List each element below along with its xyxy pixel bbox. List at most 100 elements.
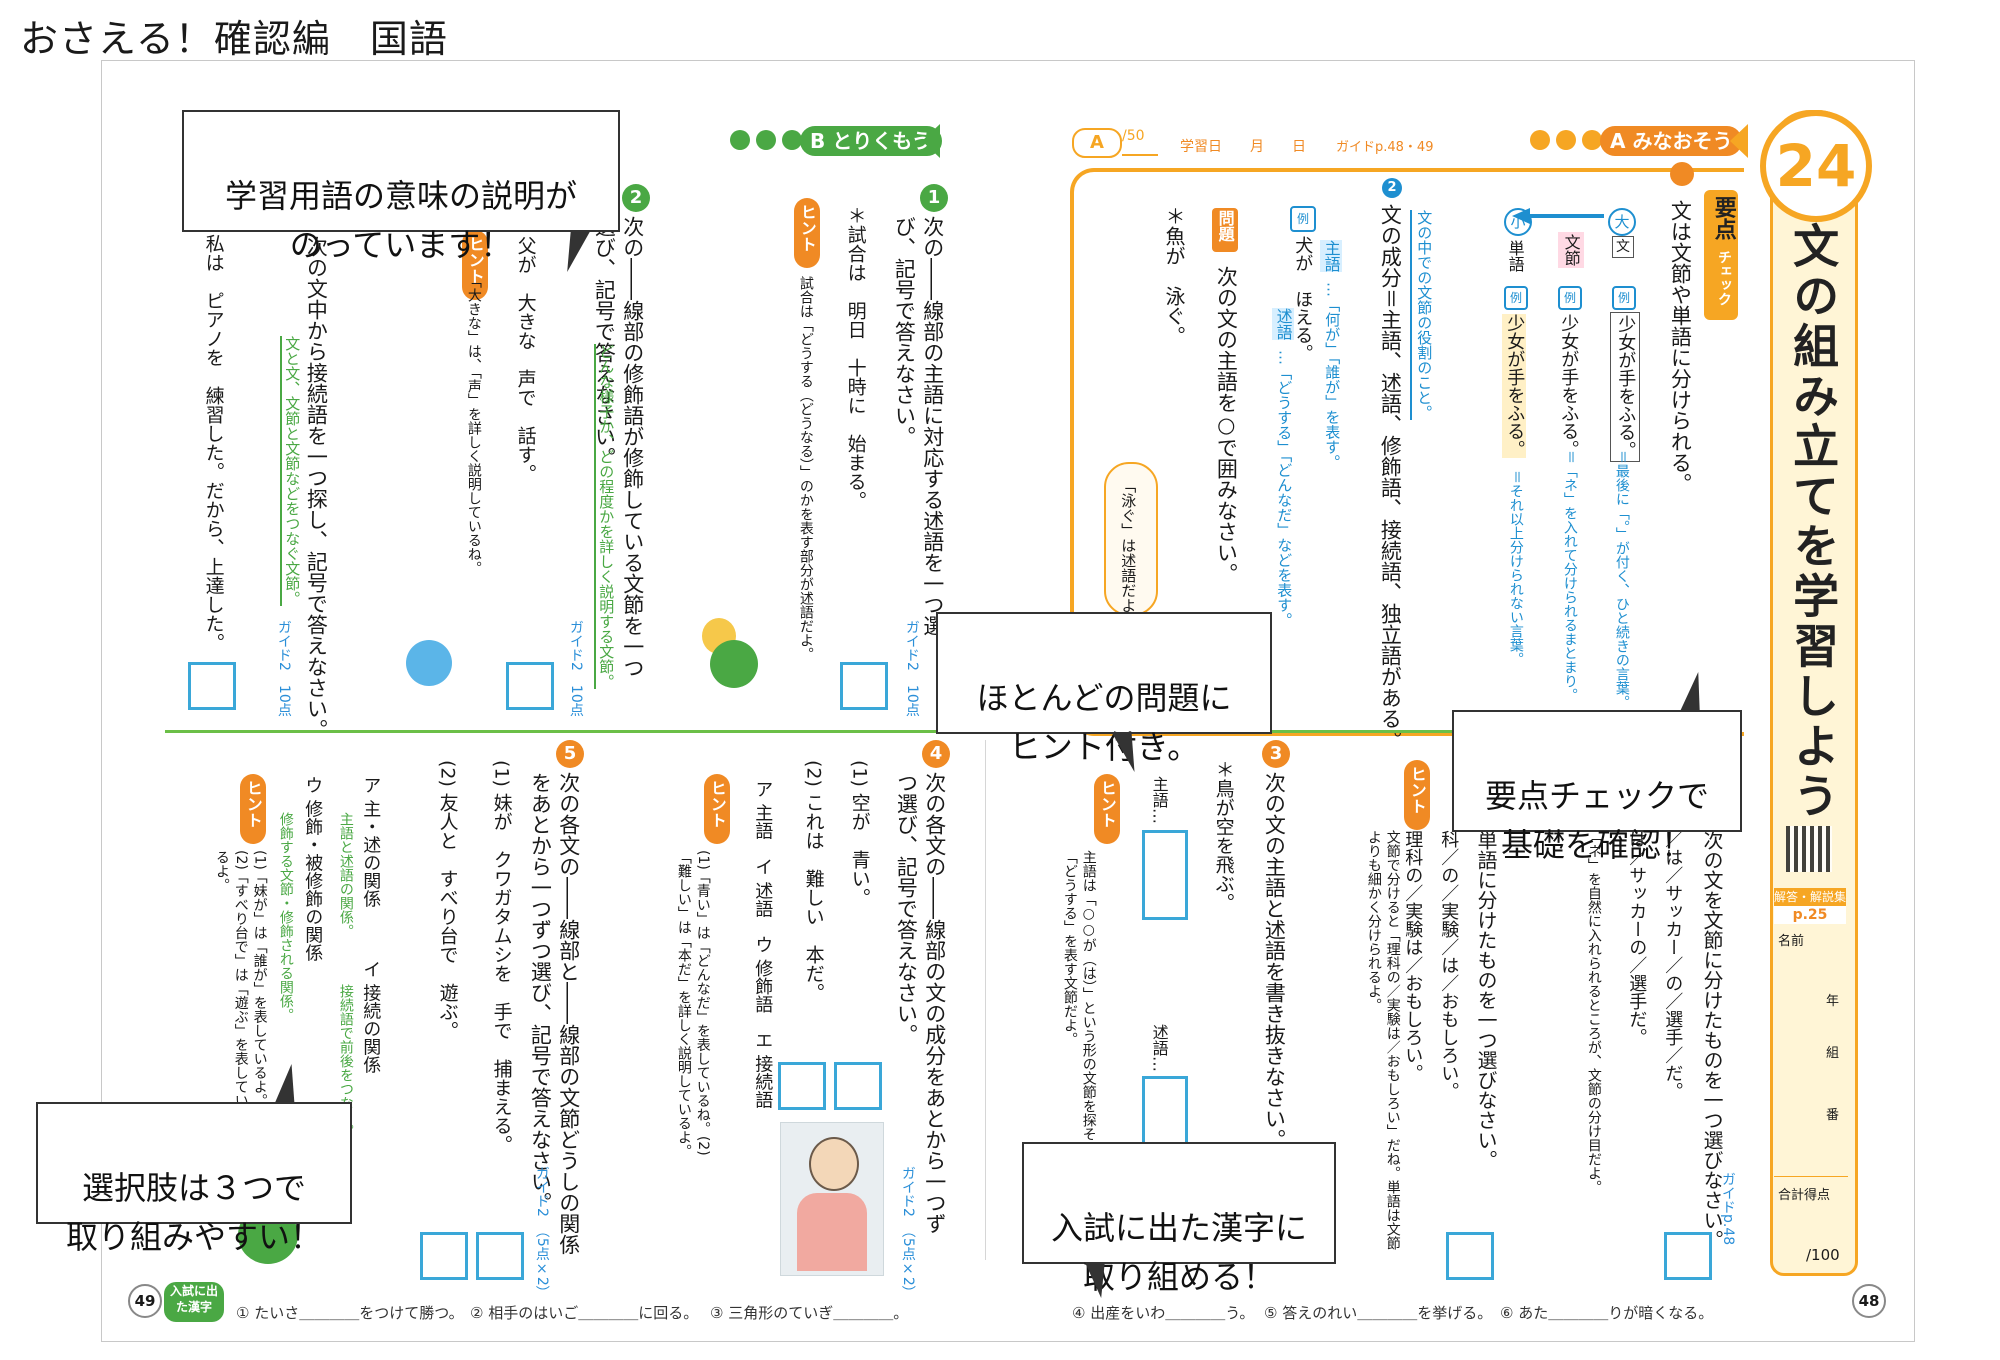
qb-question: 単語に分けたものを一つ選びなさい。 <box>1474 830 1498 1170</box>
page-number-left: 49 <box>128 1284 162 1318</box>
tag-a-arrow-icon <box>1730 124 1748 158</box>
example-marker-2: 例 <box>1558 286 1582 310</box>
q2-answer-box[interactable] <box>506 662 554 710</box>
kanji-q5: ⑤ 答えのれい＿＿＿＿を挙げる。 <box>1264 1304 1493 1322</box>
jutsugo-desc: …「どうする」「どんなだ」などを表す。 <box>1275 350 1294 628</box>
big-marker: 大 <box>1608 208 1636 236</box>
q3b-question: 次の文中から接続語を一つ探し、記号で答えなさい。 <box>304 236 329 740</box>
example-marker-3: 例 <box>1504 286 1528 310</box>
qa-example-1: ／は／サッカー／の／選手／だ。 <box>1662 830 1684 1100</box>
q5-answer-box-2[interactable] <box>476 1232 524 1280</box>
hint-badge-q3: ヒント <box>1094 774 1120 844</box>
q5-hint: (1)「妹が」は「誰が」を表しているよ。(2)「すべり台で」は「遊ぶ」を表してい… <box>213 850 268 1108</box>
kanji-q1: ① たいさ＿＿＿＿をつけて勝つ。 <box>236 1304 464 1322</box>
youten-ex3: 少女が手をふる。 <box>1502 314 1527 458</box>
q3-shugo-label: 主語… <box>1149 776 1169 824</box>
callout-youten-text: 要点チェックで 基礎を確認！ <box>1484 776 1709 865</box>
q3-question: 次の文の主語と述語を書き抜きなさい。 <box>1262 772 1287 1150</box>
q3-shugo-answer[interactable] <box>1142 830 1188 920</box>
q4-number: 4 <box>922 740 950 768</box>
youten-check-label: チェック <box>1715 250 1732 306</box>
q4-hint: (1)「青い」は「どんなだ」を表しているね。(2)「難しい」は「本だ」を詳しく説… <box>675 850 711 1158</box>
speech-bubble-text: 「泳ぐ」は述語だよ。 <box>1119 478 1138 628</box>
q5-number: 5 <box>556 740 584 768</box>
q2-note: どんな様子か、どの程度かを詳しく説明する文節。 <box>594 344 616 689</box>
tag-b-torikumo: B とりくもう <box>800 126 942 156</box>
kanji-q6: ⑥ あた＿＿＿＿りが暗くなる。 <box>1500 1304 1714 1322</box>
callout-choices-text: 選択肢は３つで 取り組みやすい！ <box>65 1168 322 1257</box>
q2-number: 2 <box>622 184 650 212</box>
unit-side-panel <box>1770 110 1858 1276</box>
tag-b-dots <box>730 130 802 150</box>
qa-answer-box[interactable] <box>1664 1232 1712 1280</box>
q1-hint: 試合は「どうする（どうなる）」のかを表す部分が述語だよ。 <box>797 276 814 661</box>
unit-title: 文の組み立てを学習しよう <box>1786 222 1841 822</box>
q5-option-u-note: 修飾する文節・修飾される関係。 <box>277 812 294 1022</box>
bun-label: 文 <box>1612 236 1634 258</box>
q5-option-a-note: 主語と述語の関係。 <box>337 812 354 938</box>
total-score: /100 <box>1806 1246 1840 1264</box>
tango-label: 単語 <box>1505 240 1525 272</box>
size-arrow-line <box>1530 214 1604 218</box>
q3b-example: 私は ピアノを 練習した。だから、上達した。 <box>202 234 225 652</box>
youten-ex4: 犬が ほえる。 <box>1292 236 1314 362</box>
score-badge-a: A <box>1072 128 1122 158</box>
line2-note: 文の中での文節の役割のこと。 <box>1410 210 1434 420</box>
q1-example: ＊試合は 明日 十時に 始まる。 <box>844 206 867 510</box>
qr-code <box>1786 826 1832 872</box>
q4-answer-box-1[interactable] <box>778 1062 826 1110</box>
mondai-badge <box>1212 208 1238 252</box>
q4-options: ア 主語 イ 述語 ウ 修飾語 エ 接続語 <box>752 780 774 1109</box>
year-label: 年 <box>1826 994 1840 1009</box>
mascot-body <box>710 640 758 688</box>
mondai-example: ＊魚が 泳ぐ。 <box>1162 206 1186 346</box>
youten-badge <box>1704 190 1738 320</box>
q4-guide: ガイド2 （5点×2） <box>899 1166 916 1300</box>
q3b-answer-box[interactable] <box>188 662 236 710</box>
youten-ex2-note: ＝「ネ」を入れて分けられるまとまり。 <box>1561 450 1578 702</box>
callout-hints-text: ほとんどの問題に ヒント付き。 <box>976 678 1232 767</box>
q5-item-1: (1) 妹が クワガタムシを 手で 捕まえる。 <box>490 760 513 1154</box>
hint-badge-q5: ヒント <box>240 774 266 844</box>
q2-question: 次の――線部の修飾語が修飾している文節を一つ選び、記号で答えなさい。 <box>592 216 645 678</box>
q5-option-a: ア 主・述の関係 <box>360 776 382 908</box>
q2-guide: ガイド2 10点 <box>567 620 584 717</box>
kanji-badge: 入試に出た漢字 <box>164 1282 224 1322</box>
qa-guide: ガイドp.48 <box>1719 1172 1736 1246</box>
youten-frame <box>1070 168 1744 736</box>
q5-answer-box-1[interactable] <box>420 1232 468 1280</box>
qb-answer-box[interactable] <box>1446 1232 1494 1280</box>
youten-line2: 文の成分＝主語、述語、修飾語、接続語、独立語がある。 <box>1378 204 1403 750</box>
student-illustration <box>780 1122 884 1276</box>
q3-number: 3 <box>1262 740 1290 768</box>
study-date: 学習日 月 日 <box>1180 139 1306 155</box>
key-icon <box>1670 162 1694 186</box>
q5-option-u: ウ 修飾・被修飾の関係 <box>302 776 324 962</box>
youten-ex1-note: ＝最後に「。」が付く、ひと続きの言葉。 <box>1613 450 1630 709</box>
unit-number: 24 <box>1760 110 1872 222</box>
shugo-desc: …「何が」「誰が」を表す。 <box>1323 282 1342 470</box>
seat-label: 番 <box>1826 1108 1840 1123</box>
callout-kanji: 入試に出た漢字に 取り組める！ <box>1022 1142 1336 1298</box>
mascot-elephant <box>406 640 452 686</box>
q4-answer-box-2[interactable] <box>834 1062 882 1110</box>
qb-hint: 文節で分けると「理科の／実験は／おもしろい」だね。単語は文節よりも細かく分けられ… <box>1365 830 1401 1250</box>
mondai-label: 問題 <box>1215 210 1235 242</box>
q1-answer-box[interactable] <box>840 662 888 710</box>
hint-badge-qb: ヒント <box>1404 760 1430 830</box>
qa-question: 次の文を文節に分けたものを一つ選びなさい。 <box>1700 830 1724 1250</box>
answer-ref-page: p.25 <box>1774 906 1846 924</box>
tag-a-minaoso: A みなおそう <box>1600 126 1743 156</box>
qa-example-2: は／サッカーの／選手だ。 <box>1626 830 1648 1046</box>
callout-terms: 学習用語の意味の説明が のっています！ <box>182 110 620 272</box>
hint-badge-q2: ヒント <box>462 230 488 300</box>
q3-hint: 主語は「○○が（は）」という形の文節を探そう。述語は「どうする」を表す文節だよ。 <box>1061 850 1097 1211</box>
kanji-q4: ④ 出産をいわ＿＿＿＿う。 <box>1072 1304 1255 1322</box>
q1-number: 1 <box>920 184 948 212</box>
qb-example-2: 理科の／実験は／おもしろい。 <box>1402 830 1424 1082</box>
page-number-right: 48 <box>1852 1284 1886 1318</box>
page-gutter <box>985 740 986 1260</box>
score-divider <box>1774 1176 1848 1177</box>
callout-choices: 選択肢は３つで 取り組みやすい！ <box>36 1064 352 1256</box>
q4-item-1: (1) 空が 青い。 <box>848 760 871 907</box>
